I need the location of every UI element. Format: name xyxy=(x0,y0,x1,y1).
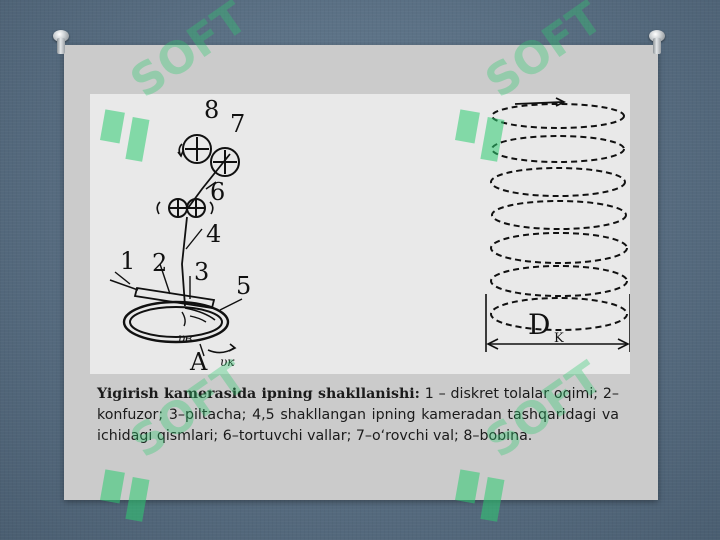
pushpin-icon-left xyxy=(52,30,70,56)
winding-roller-circle xyxy=(210,147,240,177)
label-A: A xyxy=(189,348,208,374)
label-K: K xyxy=(554,331,564,346)
label-8: 8 xyxy=(204,96,219,124)
label-3: 3 xyxy=(194,258,209,286)
label-uk: υк xyxy=(220,355,235,369)
label-6: 6 xyxy=(210,178,225,206)
label-7: 7 xyxy=(230,110,245,138)
spinning-diagram: 8 7 6 4 1 2 3 5 A υв υк D K xyxy=(90,94,631,376)
caption-lead: Yigirish kamerasida ipning shakllanishi: xyxy=(97,386,420,402)
label-D: D xyxy=(528,308,550,341)
helix-coils xyxy=(490,103,628,331)
label-1: 1 xyxy=(120,247,135,275)
label-ub: υв xyxy=(178,331,192,345)
label-4: 4 xyxy=(206,220,221,248)
diagram-svg: 8 7 6 4 1 2 3 5 A υв υк D K xyxy=(109,96,631,376)
label-2: 2 xyxy=(152,249,167,277)
figure-caption: Yigirish kamerasida ipning shakllanishi:… xyxy=(97,384,619,447)
bobbin-circle xyxy=(182,134,212,164)
label-5: 5 xyxy=(236,272,251,300)
pushpin-icon-right xyxy=(648,30,666,56)
rotor-inner xyxy=(129,306,223,338)
caption-body: 1 – diskret tolalar oqimi; 2– konfuzor; … xyxy=(97,386,620,444)
rotor-outer xyxy=(122,300,230,344)
